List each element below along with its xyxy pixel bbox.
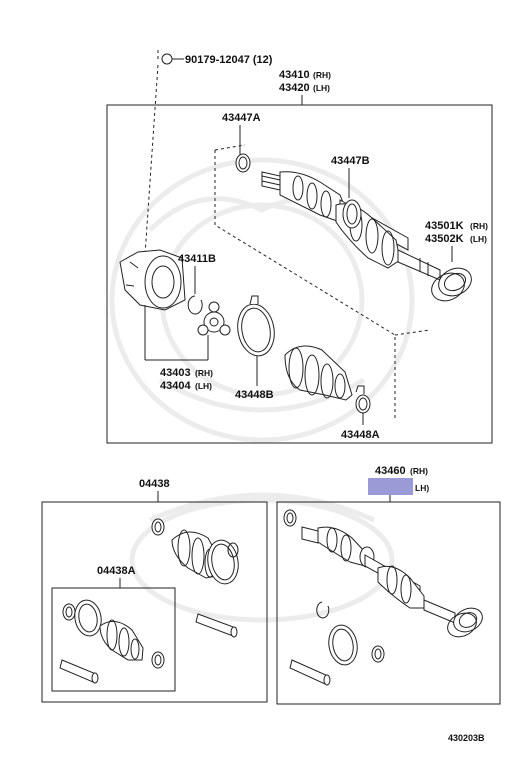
shaft-rh-suffix: (RH) [313, 70, 331, 80]
boot-kit-a-parts [59, 599, 165, 684]
boot-kit-part-number[interactable]: 04438 [139, 478, 170, 490]
boot-kit-a-part-number[interactable]: 04438A [97, 565, 136, 577]
figure-code: 430203B [448, 733, 485, 743]
shaft-lh-part-number[interactable]: 43420 [279, 82, 310, 94]
joint-rh-part-number[interactable]: 43403 [160, 367, 191, 379]
assembly-lh-suffix: LH) [415, 483, 429, 493]
dust-rh-suffix: (RH) [470, 221, 488, 231]
assembly-part-number[interactable]: 43460 [375, 465, 406, 477]
dust-lh-part-number[interactable]: 43502K [425, 233, 464, 245]
clamp-a-part-number[interactable]: 43447A [222, 112, 261, 124]
snap-ring-part [187, 295, 203, 315]
bolt-part [144, 50, 184, 256]
assembly-rh-suffix: (RH) [410, 466, 428, 476]
main-assembly-frame [106, 104, 493, 444]
dust-deflector-part [431, 267, 472, 302]
joint-lh-suffix: (LH) [195, 381, 212, 391]
bolt-part-number[interactable]: 90179-12047 (12) [185, 54, 273, 66]
clamp-b-part [342, 199, 362, 229]
large-clamp-part-number[interactable]: 43448B [235, 389, 274, 401]
joint-rh-suffix: (RH) [195, 368, 213, 378]
large-clamp-part [237, 295, 275, 357]
small-clamp-part [355, 385, 371, 414]
dust-rh-part-number[interactable]: 43501K [425, 220, 464, 232]
clamp-b-part-number[interactable]: 43447B [331, 155, 370, 167]
assembly-lh-highlight [368, 478, 413, 495]
boot-kit-parts [151, 518, 239, 638]
boot-kit-frame [41, 501, 268, 703]
snap-ring-part-number[interactable]: 43411B [178, 253, 216, 265]
small-clamp-part-number[interactable]: 43448A [341, 429, 380, 441]
outboard-joint-housing-part [119, 249, 186, 311]
assembly-frame [276, 501, 501, 705]
joint-lh-part-number[interactable]: 43404 [160, 380, 191, 392]
boot-kit-a-frame [51, 587, 176, 692]
tripod-joint-part [197, 301, 231, 336]
assembly-parts [283, 509, 483, 686]
clamp-a-part [235, 153, 251, 173]
shaft-rh-part-number[interactable]: 43410 [279, 69, 310, 81]
shaft-lh-suffix: (LH) [313, 83, 330, 93]
boot-part [284, 345, 353, 401]
dust-lh-suffix: (LH) [470, 234, 487, 244]
